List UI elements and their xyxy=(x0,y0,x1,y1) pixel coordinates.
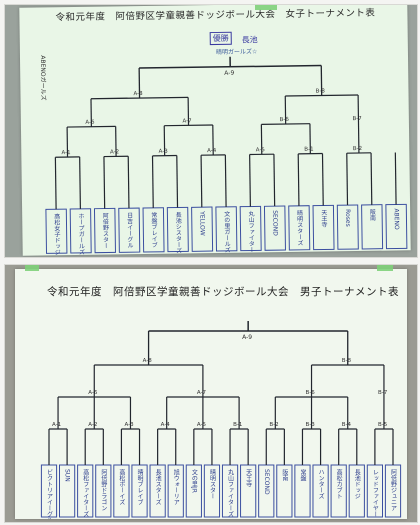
match-label: A-7 xyxy=(182,118,192,124)
team-name: SECOND xyxy=(271,210,278,236)
team-name: 長池ドッジ xyxy=(353,469,360,499)
match-label: A-9 xyxy=(224,70,234,77)
match-label: A-1 xyxy=(61,150,70,156)
match-label: A-2 xyxy=(110,149,119,155)
match-label: A-5 xyxy=(256,147,266,153)
match-label: B-7 xyxy=(352,116,362,122)
team-name: 高松女子ドッジ xyxy=(53,212,61,255)
boys-bracket-diagram: ビクトリアイーグル SUN 高松ファイターズ 阿倍野ドラゴン 高松ボーイズ 晴明ブレイブ 長… xyxy=(40,321,402,519)
match-label: B-8 xyxy=(342,358,352,364)
match-label: B-4 xyxy=(342,422,352,428)
side-team-note: ABENOガールズ xyxy=(38,55,47,101)
bracket-line xyxy=(273,154,276,207)
match-label: B-8 xyxy=(316,88,326,94)
team-name: 晴明スターズ xyxy=(295,209,303,246)
match-label: B-5 xyxy=(378,422,388,428)
champion-handwrite: 優勝 xyxy=(209,31,232,46)
team-name: 旭ウォーリア xyxy=(172,468,179,505)
team-name: 阿倍野スター xyxy=(101,212,109,249)
team-name: SECOND xyxy=(263,469,270,495)
bracket-line xyxy=(127,156,130,209)
bracket-line xyxy=(370,152,373,205)
match-label: A-3 xyxy=(124,422,134,428)
match-label: B-7 xyxy=(378,390,388,396)
team-name: 文の里ガールズ xyxy=(223,210,231,253)
team-name: ビクトリアイーグル xyxy=(46,468,53,519)
bracket-line xyxy=(321,153,324,206)
team-name: 長池シスターズ xyxy=(174,211,182,253)
match-label: A-8 xyxy=(143,358,153,364)
boys-bracket-poster: 令和元年度 阿倍野区学童親善ドッジボール大会 男子トーナメント表 ビクトリアイー… xyxy=(15,269,407,519)
match-label: A-4 xyxy=(161,422,171,428)
team-name: 天王寺 xyxy=(320,209,327,227)
bracket-line xyxy=(103,156,106,209)
match-label: B-3 xyxy=(306,422,316,428)
tape-strip xyxy=(255,5,277,10)
match-label: B-6 xyxy=(280,117,290,123)
runner-up-note: 晴明ガールズ☆ xyxy=(215,48,258,56)
match-label: A-8 xyxy=(133,91,143,97)
team-name: ホープガールズ xyxy=(77,213,85,255)
boys-poster-title: 令和元年度 阿倍野区学童親善ドッジボール大会 男子トーナメント表 xyxy=(47,286,399,298)
match-label: A-3 xyxy=(159,149,169,155)
team-name: YELLOW xyxy=(198,210,205,236)
team-name: 阪南 xyxy=(368,208,375,221)
team-name: 高松ファイターズ xyxy=(82,468,89,517)
bracket-line xyxy=(176,155,179,208)
bracket-line xyxy=(297,153,300,206)
bracket-line xyxy=(346,153,349,206)
team-name: 阿倍野ジュニア xyxy=(390,468,397,511)
team-name: 常盤ブレイブ xyxy=(150,211,158,248)
bracket-line xyxy=(224,154,227,207)
team-name: 晴明スター xyxy=(208,468,215,499)
team-name: 丸山ファイターズ xyxy=(227,468,234,517)
bracket-line xyxy=(394,152,397,205)
tape-strip xyxy=(377,265,393,271)
match-label: A-6 xyxy=(85,120,95,126)
team-name: 常盤 xyxy=(299,468,306,481)
match-label: B-2 xyxy=(269,422,278,428)
match-label: B-2 xyxy=(353,146,362,152)
team-name: 阿倍野ドラゴン xyxy=(100,468,107,511)
match-label: A-1 xyxy=(52,422,61,428)
match-label: A-4 xyxy=(207,148,217,154)
match-label: A-9 xyxy=(242,334,252,341)
boys-bracket-photo: 令和元年度 阿倍野区学童親善ドッジボール大会 男子トーナメント表 ビクトリアイー… xyxy=(4,264,418,523)
team-name: 文の里JR xyxy=(190,468,197,493)
bracket-line xyxy=(249,154,251,207)
bracket-line xyxy=(200,155,203,208)
team-name: 晴明ブレイブ xyxy=(136,468,143,505)
team-name: 高松カブト xyxy=(335,468,342,499)
match-label: A-6 xyxy=(88,390,98,396)
match-label: B-6 xyxy=(306,390,316,396)
champion-team: 長池 xyxy=(241,35,258,45)
bracket-line xyxy=(139,64,322,69)
match-label: B-1 xyxy=(233,422,242,428)
team-name: 丸山ファイターズ xyxy=(247,210,255,256)
team-name: 天王寺 xyxy=(245,469,252,487)
bracket-line xyxy=(79,156,81,209)
team-name: Roses xyxy=(344,209,351,227)
team-name: 長池スターズ xyxy=(154,469,161,505)
team-name: ハンターズ xyxy=(317,469,324,499)
girls-bracket-photo: 令和元年度 阿倍野区学童親善ドッジボール大会 女子トーナメント表 高松女子ドッジ… xyxy=(4,4,418,258)
match-label: A-5 xyxy=(197,422,207,428)
match-label: B-1 xyxy=(304,147,313,153)
team-name: SUN xyxy=(64,469,71,482)
team-name: ABENO xyxy=(393,208,400,230)
girls-bracket-diagram: 高松女子ドッジ ホープガールズ 阿倍野スター 日吉イーグル 常盤ブレイブ 長池シスターズ Y… xyxy=(45,56,408,256)
team-name: 阪南 xyxy=(281,468,288,481)
bracket-line xyxy=(54,157,57,210)
match-label: A-2 xyxy=(88,422,97,428)
girls-bracket-poster: 令和元年度 阿倍野区学童親善ドッジボール大会 女子トーナメント表 高松女子ドッジ… xyxy=(19,5,411,256)
team-name: レッドファイヤー xyxy=(371,469,378,517)
tape-strip xyxy=(25,265,39,271)
team-name: 高松ボーイズ xyxy=(118,468,125,505)
match-label: A-7 xyxy=(197,390,207,396)
team-name: 日吉イーグル xyxy=(126,212,134,248)
bracket-line xyxy=(151,155,154,208)
